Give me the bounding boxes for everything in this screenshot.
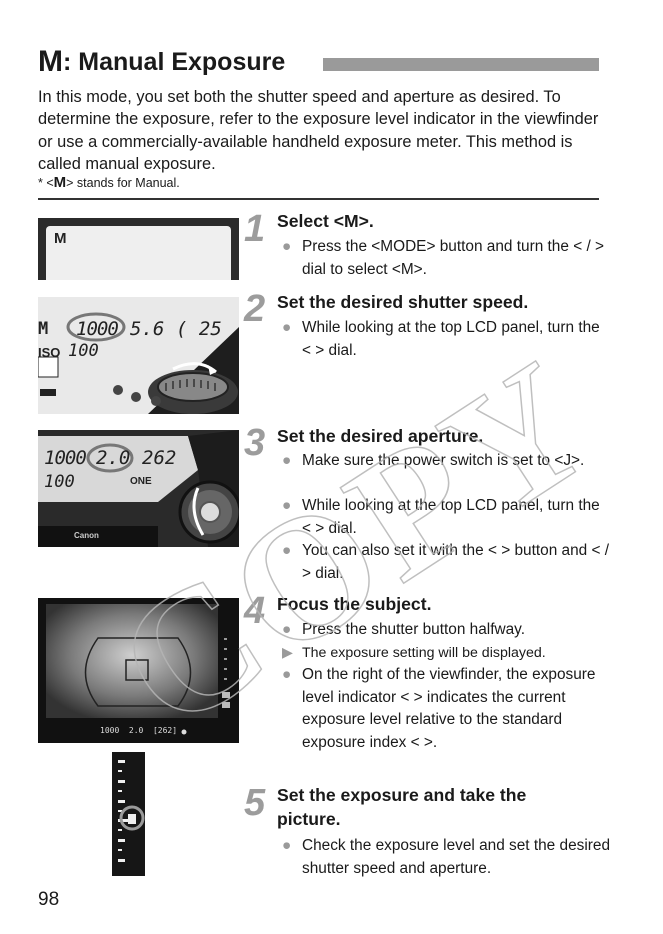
exposure-scale-photo — [112, 752, 145, 876]
vf-readout: 1000 2.0 [262] — [100, 726, 178, 735]
bullet-dot-icon: ● — [282, 238, 292, 255]
section-rule — [38, 198, 599, 200]
step1-bullet-1: ● Press the <MODE> button and turn the <… — [282, 238, 605, 278]
step-title-4: Focus the subject. — [277, 594, 432, 614]
lcd3-shutter: 1000 — [44, 447, 87, 469]
camera-brand: Canon — [74, 531, 99, 540]
step4-bullet-2: ▶ The exposure setting will be displayed… — [282, 642, 612, 665]
lcd2-shutter: 1000 — [76, 318, 119, 340]
bullet-arrow-icon: ▶ — [282, 645, 293, 661]
note-prefix: * < — [38, 176, 54, 190]
step-number-1: 1 — [244, 208, 266, 250]
lcd-panel-mode-photo: M — [38, 218, 239, 280]
step-title-5: Set the exposure and take the picture. — [277, 785, 527, 829]
bullet-dot-icon: ● — [282, 497, 292, 514]
lcd-shutter-photo: M 1000 5.6 ( 25 ISO 100 — [38, 297, 239, 414]
note-suffix: > stands for Manual. — [66, 176, 180, 190]
step-number-4: 4 — [244, 590, 266, 632]
bullet-dot-icon: ● — [282, 542, 292, 559]
step5-bullet-1: ● Check the exposure level and set the d… — [282, 837, 611, 877]
title-decor-bar — [323, 58, 599, 71]
step-title-1: Select <M>. — [277, 211, 374, 231]
bullet-dot-icon: ● — [282, 837, 292, 854]
mode-letter: M — [38, 45, 63, 78]
lcd2-iso-label: ISO — [38, 345, 61, 360]
lcd2-aperture: 5.6 — [130, 318, 165, 340]
title-text: : Manual Exposure — [63, 47, 286, 76]
bullet-dot-icon: ● — [282, 319, 292, 336]
mode-note: * <M> stands for Manual. — [38, 174, 180, 191]
lcd3-count: 262 — [142, 447, 177, 469]
lcd3-iso: 100 — [44, 472, 75, 492]
camera-body-drawing — [38, 297, 239, 414]
lcd2-mode: M — [38, 319, 49, 339]
page-title: M : Manual Exposure — [38, 42, 285, 82]
viewfinder-photo: 1000 2.0 [262] — [38, 598, 239, 743]
lcd-aperture-photo: 1000 2.0 262 100 ONE Canon — [38, 430, 239, 547]
bullet-dot-icon: ● — [282, 621, 292, 638]
camera-back-drawing — [38, 430, 239, 547]
page-number: 98 — [38, 889, 60, 910]
lcd2-count: ( 25 — [176, 318, 222, 340]
step4-bullet-1: ● Press the shutter button halfway. — [282, 619, 612, 642]
lcd-mode-letter: M — [54, 230, 67, 247]
step3-bullet-2: ● While looking at the top LCD panel, tu… — [282, 497, 600, 537]
step3-bullet-3: ● You can also set it with the < > butto… — [282, 542, 610, 582]
step-title-3: Set the desired aperture. — [277, 426, 484, 446]
exposure-scale-drawing — [118, 760, 145, 862]
step3-bullet-1: ● Make sure the power switch is set to <… — [282, 450, 612, 473]
step-number-5: 5 — [244, 782, 266, 824]
note-letter: M — [53, 174, 67, 191]
lcd3-aperture: 2.0 — [96, 447, 131, 469]
step4-bullet-3: ● On the right of the viewfinder, the ex… — [282, 666, 596, 751]
viewfinder-drawing — [46, 604, 230, 735]
step2-bullet-1: ● While looking at the top LCD panel, tu… — [282, 319, 600, 359]
bullet-dot-icon: ● — [282, 666, 292, 683]
bullet-dot-icon: ● — [282, 452, 292, 469]
step-number-2: 2 — [244, 288, 266, 330]
step-number-3: 3 — [244, 422, 266, 464]
lcd2-iso: 100 — [68, 341, 99, 361]
lcd3-af: ONE — [130, 476, 152, 487]
intro-paragraph: In this mode, you set both the shutter s… — [38, 88, 599, 174]
step-title-2: Set the desired shutter speed. — [277, 292, 529, 312]
